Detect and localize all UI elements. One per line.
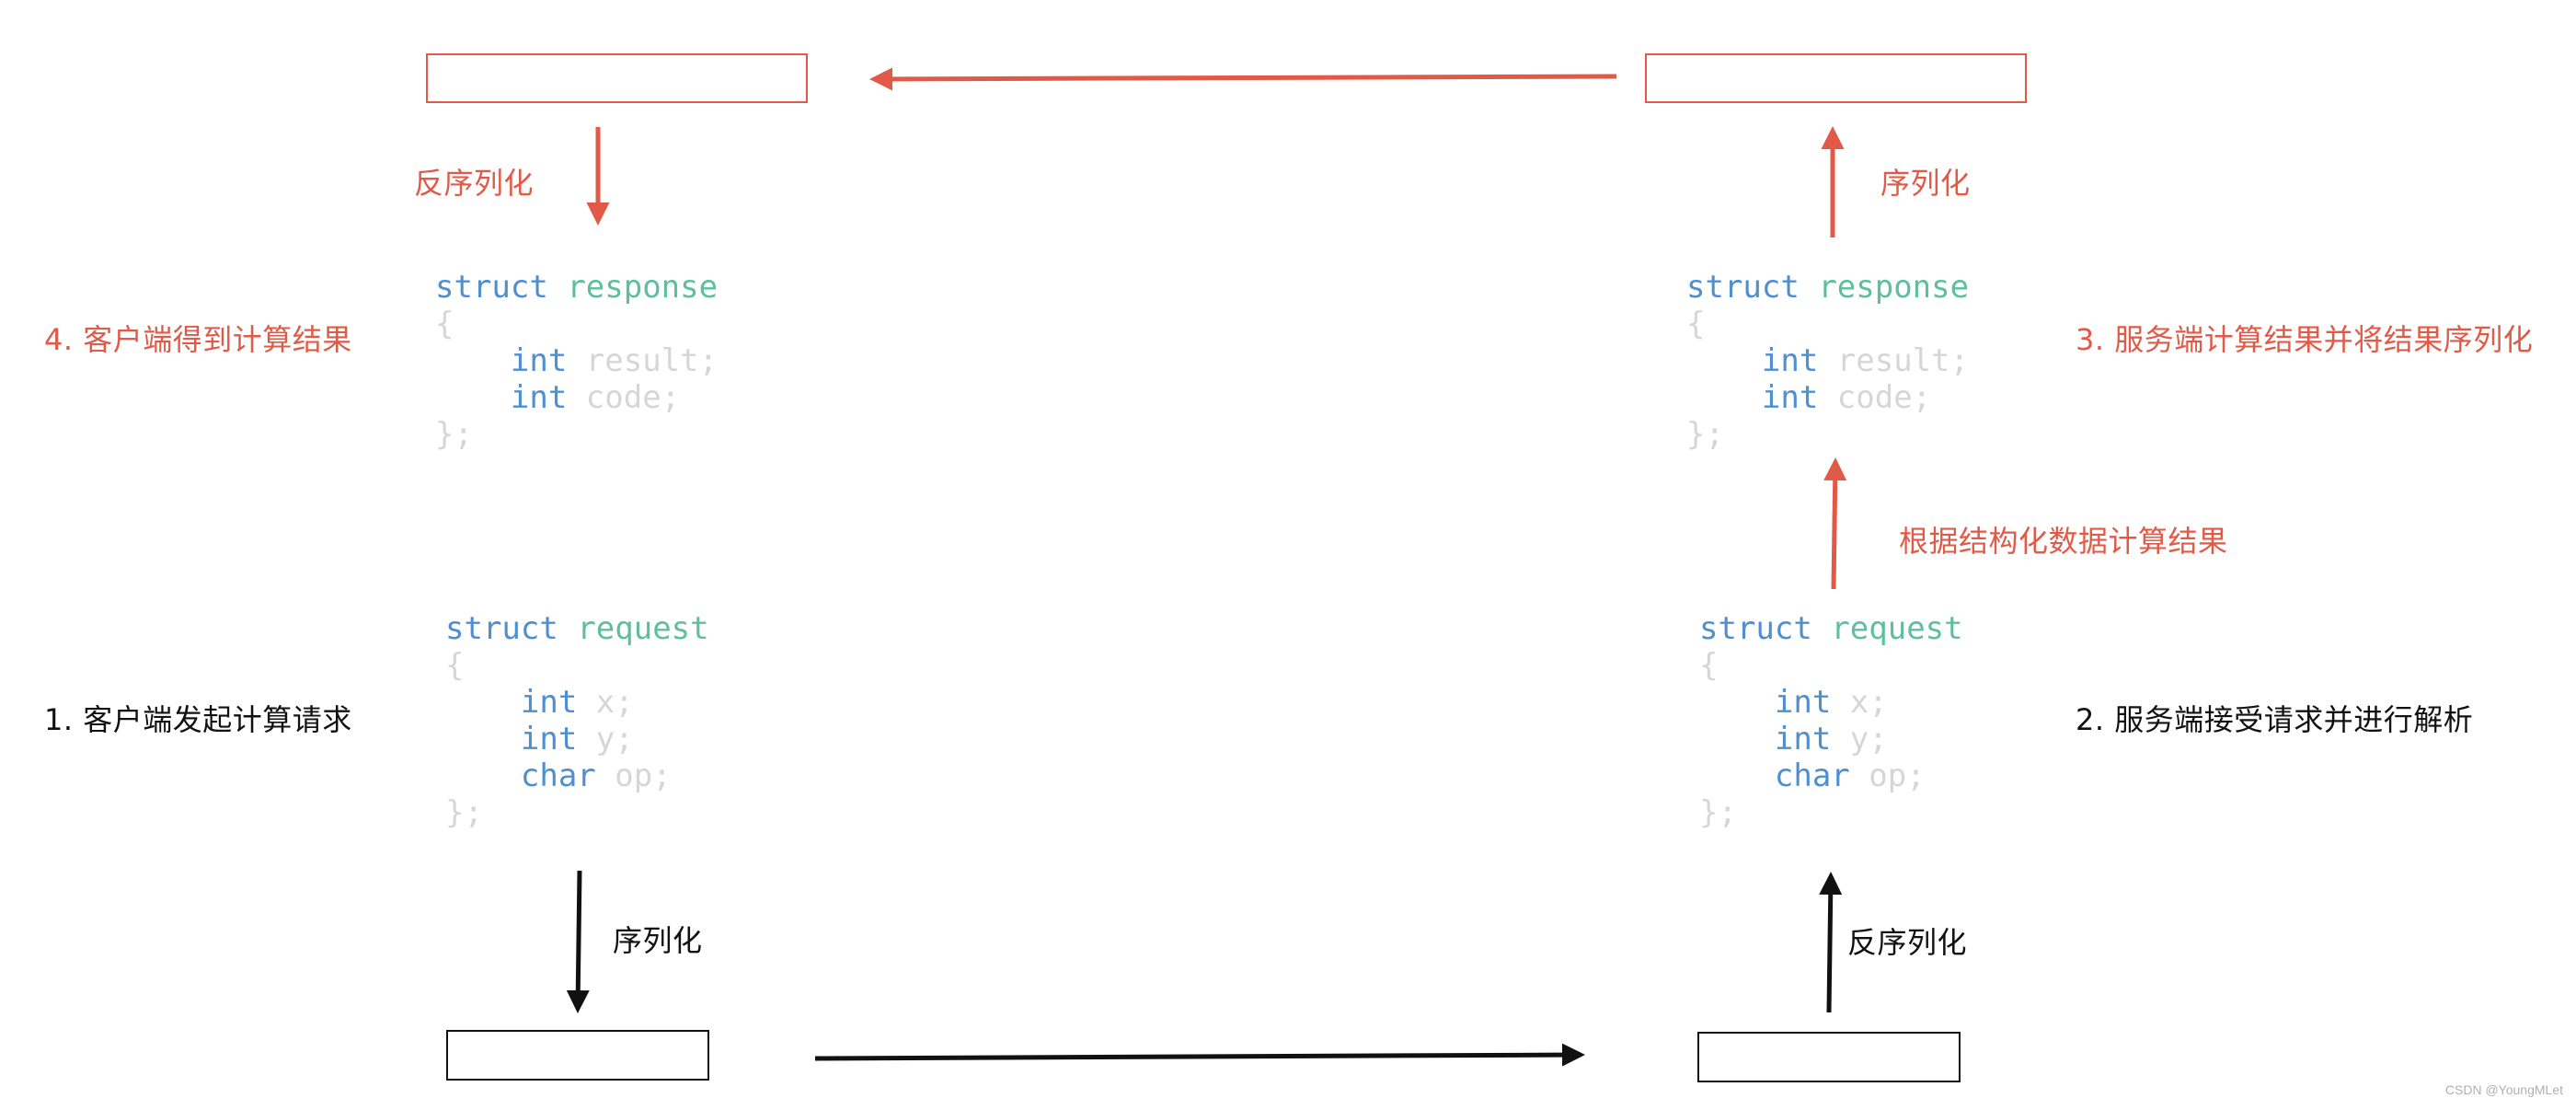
type-keyword: int — [520, 684, 578, 721]
field-name: code; — [585, 379, 681, 416]
close-brace: }; — [1699, 794, 1737, 831]
type-keyword: char — [520, 757, 596, 794]
struct-keyword: struct — [435, 269, 548, 306]
client-serialize-label: 序列化 — [613, 923, 703, 958]
field-name: y; — [595, 721, 634, 757]
bottom-transfer-arrow — [814, 1043, 1585, 1067]
server-compute-label: 根据结构化数据计算结果 — [1899, 524, 2228, 559]
watermark: CSDN @YoungMLet — [2444, 1082, 2563, 1097]
client-request-packet — [446, 1030, 709, 1081]
client-response-packet — [426, 53, 808, 103]
server-response-struct: struct response { int result; int code; … — [1686, 269, 1969, 453]
field-name: x; — [1849, 684, 1888, 721]
server-compute-arrow — [1823, 457, 1847, 590]
server-response-packet — [1645, 53, 2027, 103]
struct-name: response — [567, 269, 719, 306]
field-name: op; — [1869, 757, 1926, 794]
step-1-label: 1. 客户端发起计算请求 — [44, 702, 352, 737]
step-2-label: 2. 服务端接受请求并进行解析 — [2076, 702, 2474, 737]
server-deserialize-label: 反序列化 — [1847, 925, 1968, 960]
struct-name: response — [1818, 269, 1970, 306]
top-transfer-arrow — [869, 67, 1617, 91]
type-keyword: int — [1774, 684, 1832, 721]
open-brace: { — [1686, 306, 1706, 342]
struct-name: request — [1831, 610, 1963, 647]
field-name: x; — [595, 684, 634, 721]
server-request-packet — [1697, 1032, 1961, 1082]
step-3-label: 3. 服务端计算结果并将结果序列化 — [2076, 322, 2534, 357]
close-brace: }; — [1686, 416, 1724, 453]
struct-name: request — [577, 610, 709, 647]
field-name: code; — [1836, 379, 1932, 416]
open-brace: { — [445, 647, 465, 684]
struct-keyword: struct — [445, 610, 558, 647]
step-4-label: 4. 客户端得到计算结果 — [44, 322, 352, 357]
server-request-struct: struct request { int x; int y; char op; … — [1699, 610, 1963, 831]
field-name: op; — [615, 757, 672, 794]
type-keyword: int — [510, 342, 568, 379]
close-brace: }; — [435, 416, 473, 453]
client-serialize-arrow — [566, 870, 590, 1013]
field-name: result; — [585, 342, 719, 379]
struct-keyword: struct — [1686, 269, 1800, 306]
open-brace: { — [435, 306, 454, 342]
type-keyword: int — [1774, 721, 1832, 757]
field-name: result; — [1836, 342, 1970, 379]
type-keyword: char — [1774, 757, 1850, 794]
field-name: y; — [1849, 721, 1888, 757]
server-serialize-label: 序列化 — [1880, 166, 1971, 201]
type-keyword: int — [510, 379, 568, 416]
struct-keyword: struct — [1699, 610, 1812, 647]
server-deserialize-arrow — [1819, 872, 1843, 1013]
type-keyword: int — [1761, 379, 1819, 416]
open-brace: { — [1699, 647, 1719, 684]
client-request-struct: struct request { int x; int y; char op; … — [445, 610, 709, 831]
type-keyword: int — [520, 721, 578, 757]
client-response-struct: struct response { int result; int code; … — [435, 269, 718, 453]
type-keyword: int — [1761, 342, 1819, 379]
close-brace: }; — [445, 794, 483, 831]
client-deserialize-label: 反序列化 — [414, 166, 535, 201]
